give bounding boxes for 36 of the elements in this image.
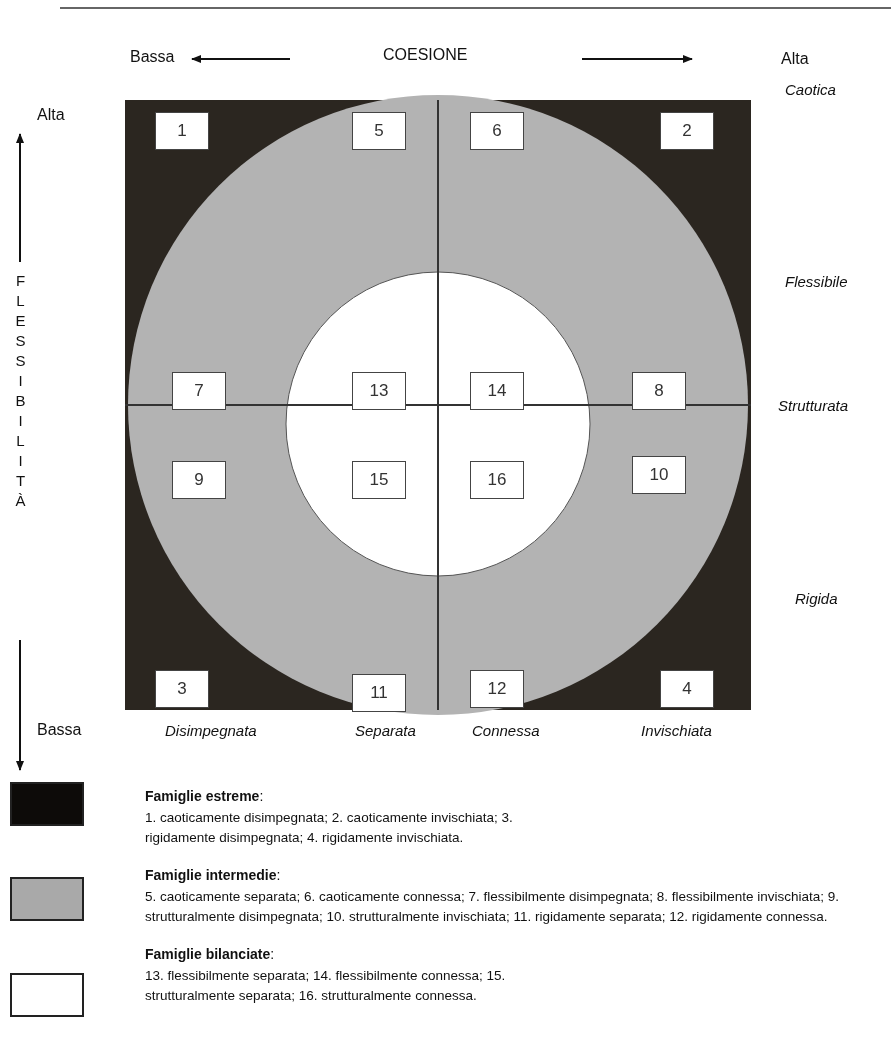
number-box: 15 (352, 461, 406, 499)
number-box: 6 (470, 112, 524, 150)
legend-description: 13. flessibilmente separata; 14. flessibilmente connessa; 15. strutturalmente separata; 16. strutturalmente connessa. (145, 967, 507, 1005)
number-box: 3 (155, 670, 209, 708)
number-box: 5 (352, 112, 406, 150)
number-box: 10 (632, 456, 686, 494)
number-box: 13 (352, 372, 406, 410)
level-label: Flessibile (785, 273, 848, 290)
number-box: 11 (352, 674, 406, 712)
axis-title: FLESSIBILITÀ (12, 272, 29, 512)
number-box: 9 (172, 461, 226, 499)
legend-description: 1. caoticamente disimpegnata; 2. caoticamente invischiata; 3. rigidamente disimpegnata; 4. rigidamente invischiata. (145, 809, 514, 847)
level-label: Invischiata (641, 722, 712, 739)
level-label: Strutturata (778, 397, 849, 414)
axis-label: Bassa (130, 48, 175, 66)
number-box: 1 (155, 112, 209, 150)
number-box: 8 (632, 372, 686, 410)
number-box: 14 (470, 372, 524, 410)
level-label: Rigida (795, 590, 838, 607)
level-label: Connessa (472, 722, 540, 739)
number-box: 12 (470, 670, 524, 708)
axis-label: Alta (37, 106, 65, 124)
legend-heading: Famiglie bilanciate: (145, 946, 275, 962)
number-box: 4 (660, 670, 714, 708)
axis-label: Alta (781, 50, 809, 68)
axis-title: COESIONE (383, 46, 468, 64)
legend-heading: Famiglie intermedie: (145, 867, 281, 883)
number-box: 2 (660, 112, 714, 150)
legend-description: 5. caoticamente separata; 6. caoticamente connessa; 7. flessibilmente disimpegnata; 8. flessibilmente invischiata; 9. strutturalmente disimpegnata; 10. strutturalmente invischiata; 11. rigidamente separata; 12. rigidamente connessa. (145, 888, 841, 926)
level-label: Disimpegnata (165, 722, 257, 739)
number-box: 7 (172, 372, 226, 410)
number-box: 16 (470, 461, 524, 499)
axis-label: Bassa (37, 721, 82, 739)
level-label: Caotica (785, 81, 836, 98)
legend-heading: Famiglie estreme: (145, 788, 264, 804)
level-label: Separata (355, 722, 416, 739)
